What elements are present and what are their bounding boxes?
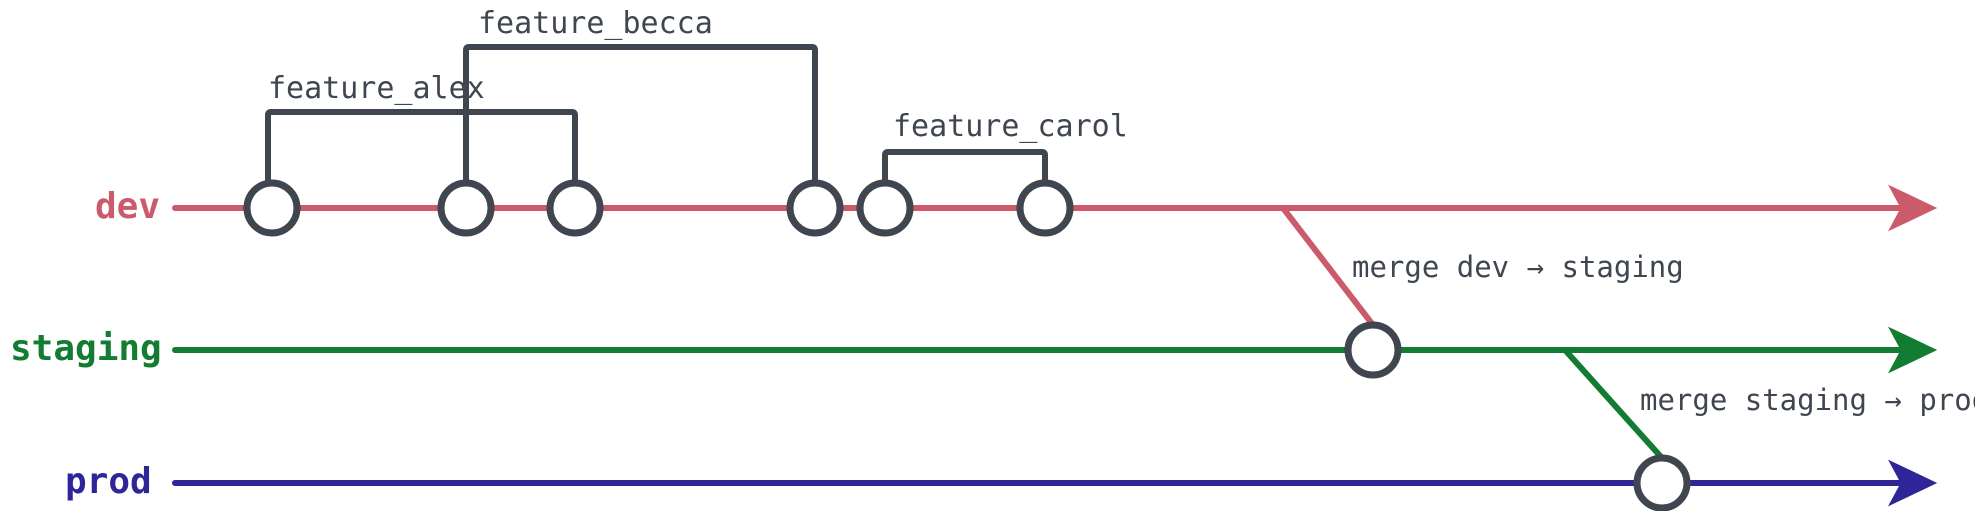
- commit-node-dev-6[interactable]: [1016, 179, 1074, 237]
- bracket-path-feature_becca: [463, 44, 818, 183]
- merge-connector-dev-staging[interactable]: merge dev → staging: [1280, 205, 1684, 328]
- commit-node-dev-4[interactable]: [786, 179, 844, 237]
- feature-bracket-feature_carol[interactable]: feature_carol: [882, 109, 1128, 183]
- branch-label-staging: staging: [10, 328, 162, 369]
- merge-connector-staging-prod[interactable]: merge staging → prod: [1562, 347, 1975, 461]
- merge-label-dev-staging: merge dev → staging: [1352, 250, 1684, 284]
- commit-node-dev-3[interactable]: [546, 179, 604, 237]
- commit-node-dev-2[interactable]: [437, 179, 495, 237]
- branch-label-dev: dev: [95, 186, 160, 227]
- feature-bracket-label-feature_carol: feature_carol: [893, 109, 1128, 144]
- feature-bracket-label-feature_becca: feature_becca: [478, 6, 713, 41]
- commit-node-staging-merge[interactable]: [1344, 321, 1402, 379]
- commit-node-prod-merge[interactable]: [1633, 454, 1691, 511]
- merge-line-staging-prod: [1562, 347, 1665, 461]
- bracket-path-feature_carol: [882, 149, 1048, 183]
- commit-node-dev-5[interactable]: [856, 179, 914, 237]
- branch-label-prod: prod: [65, 461, 152, 502]
- feature-bracket-feature_alex[interactable]: feature_alex: [265, 71, 578, 183]
- branch-lane-dev[interactable]: dev: [95, 184, 1938, 232]
- branch-lanes: dev staging prod: [10, 184, 1938, 507]
- merge-connectors: merge dev → staging merge staging → prod: [1280, 205, 1975, 461]
- feature-bracket-feature_becca[interactable]: feature_becca: [463, 6, 818, 183]
- branch-lane-staging[interactable]: staging: [10, 326, 1938, 374]
- merge-line-dev-staging: [1280, 205, 1376, 328]
- bracket-path-feature_alex: [265, 109, 578, 183]
- commit-nodes: [243, 179, 1691, 511]
- commit-node-dev-1[interactable]: [243, 179, 301, 237]
- feature-bracket-label-feature_alex: feature_alex: [268, 71, 485, 106]
- merge-label-staging-prod: merge staging → prod: [1640, 383, 1975, 417]
- branch-lane-prod[interactable]: prod: [65, 459, 1938, 507]
- feature-brackets: feature_alex feature_becca feature_carol: [265, 6, 1128, 183]
